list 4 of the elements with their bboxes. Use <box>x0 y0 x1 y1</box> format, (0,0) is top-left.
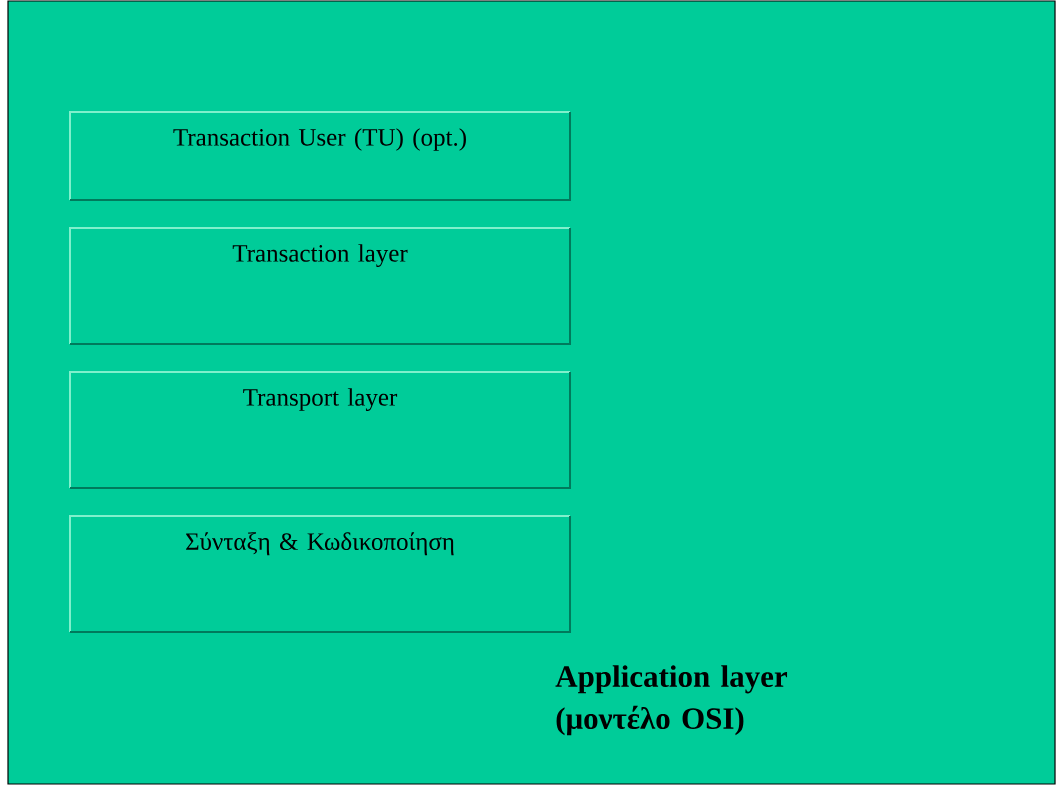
layer-box: Transaction layer <box>69 227 571 345</box>
layer-box: Transport layer <box>69 371 571 489</box>
layer-box: Transaction User (TU) (opt.) <box>69 111 571 201</box>
layer-box: Σύνταξη & Κωδικοποίηση <box>69 515 571 633</box>
